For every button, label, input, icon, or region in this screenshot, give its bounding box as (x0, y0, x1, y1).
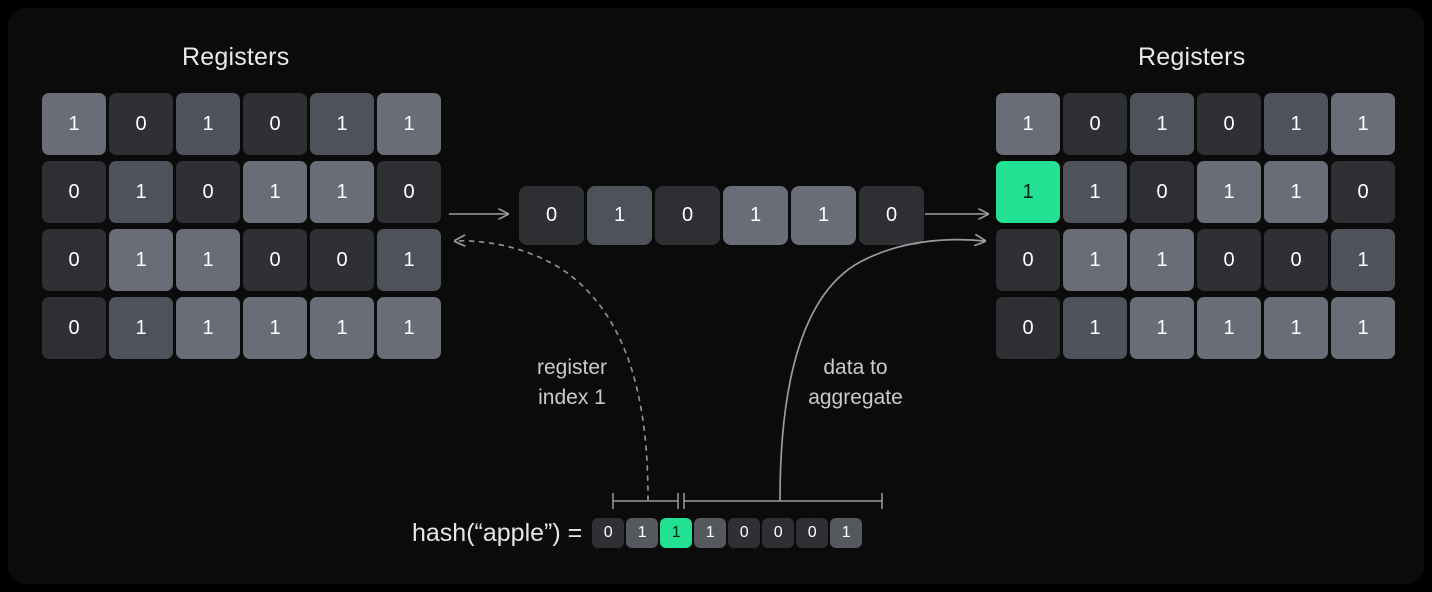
register-cell: 0 (243, 93, 307, 155)
register-cell: 1 (310, 161, 374, 223)
hash-bit: 0 (592, 518, 625, 548)
register-cell: 0 (859, 186, 924, 245)
register-cell: 0 (42, 297, 106, 359)
register-cell: 0 (519, 186, 584, 245)
register-cell: 1 (587, 186, 652, 245)
register-cell: 0 (996, 229, 1060, 291)
register-cell: 1 (1331, 93, 1395, 155)
register-cell: 1 (791, 186, 856, 245)
register-cell: 1 (109, 297, 173, 359)
register-cell: 1 (377, 229, 441, 291)
register-cell: 0 (109, 93, 173, 155)
hash-bit: 0 (796, 518, 829, 548)
register-cell: 1 (1063, 297, 1127, 359)
register-cell: 1 (1063, 161, 1127, 223)
register-cell: 1 (176, 229, 240, 291)
hash-bit: 1 (626, 518, 659, 548)
hash-bit: 1 (694, 518, 727, 548)
register-cell: 0 (176, 161, 240, 223)
register-cell: 1 (176, 93, 240, 155)
register-cell: 0 (42, 229, 106, 291)
register-cell: 1 (109, 229, 173, 291)
hash-bit-highlighted: 1 (660, 518, 693, 548)
register-cell: 1 (42, 93, 106, 155)
callout-data-to-aggregate: data to aggregate (808, 356, 903, 409)
register-cell: 0 (310, 229, 374, 291)
register-cell: 1 (1264, 93, 1328, 155)
register-cell: 0 (1197, 93, 1261, 155)
hash-bit: 0 (762, 518, 795, 548)
register-cell: 1 (1264, 297, 1328, 359)
register-cell: 1 (377, 93, 441, 155)
register-cell: 1 (1130, 93, 1194, 155)
register-cell: 1 (1063, 229, 1127, 291)
register-cell: 0 (42, 161, 106, 223)
register-cell: 1 (1197, 297, 1261, 359)
register-cell: 1 (377, 297, 441, 359)
register-cell: 1 (109, 161, 173, 223)
registers-title-right: Registers (1138, 43, 1246, 71)
register-cell: 1 (1264, 161, 1328, 223)
register-cell: 1 (310, 93, 374, 155)
register-cell: 1 (1197, 161, 1261, 223)
register-cell: 1 (1130, 297, 1194, 359)
register-cell: 1 (176, 297, 240, 359)
register-cell: 1 (1130, 229, 1194, 291)
registers-title-left: Registers (182, 43, 290, 71)
register-cell: 0 (243, 229, 307, 291)
register-cell: 1 (1331, 229, 1395, 291)
callout-register-index: register index 1 (536, 356, 608, 409)
hash-bit: 1 (830, 518, 863, 548)
register-cell: 1 (723, 186, 788, 245)
register-cell: 1 (310, 297, 374, 359)
register-cell: 0 (996, 297, 1060, 359)
register-cell: 1 (1331, 297, 1395, 359)
hash-label: hash(“apple”) = (412, 518, 583, 547)
register-cell: 0 (1197, 229, 1261, 291)
register-cell: 0 (1130, 161, 1194, 223)
register-cell: 1 (243, 297, 307, 359)
register-cell: 0 (1063, 93, 1127, 155)
register-cell: 0 (1264, 229, 1328, 291)
register-cell: 0 (377, 161, 441, 223)
hash-bit: 0 (728, 518, 761, 548)
register-cell: 1 (996, 93, 1060, 155)
register-cell: 0 (1331, 161, 1395, 223)
register-cell: 1 (243, 161, 307, 223)
register-cell: 0 (655, 186, 720, 245)
register-cell-highlighted: 1 (996, 161, 1060, 223)
